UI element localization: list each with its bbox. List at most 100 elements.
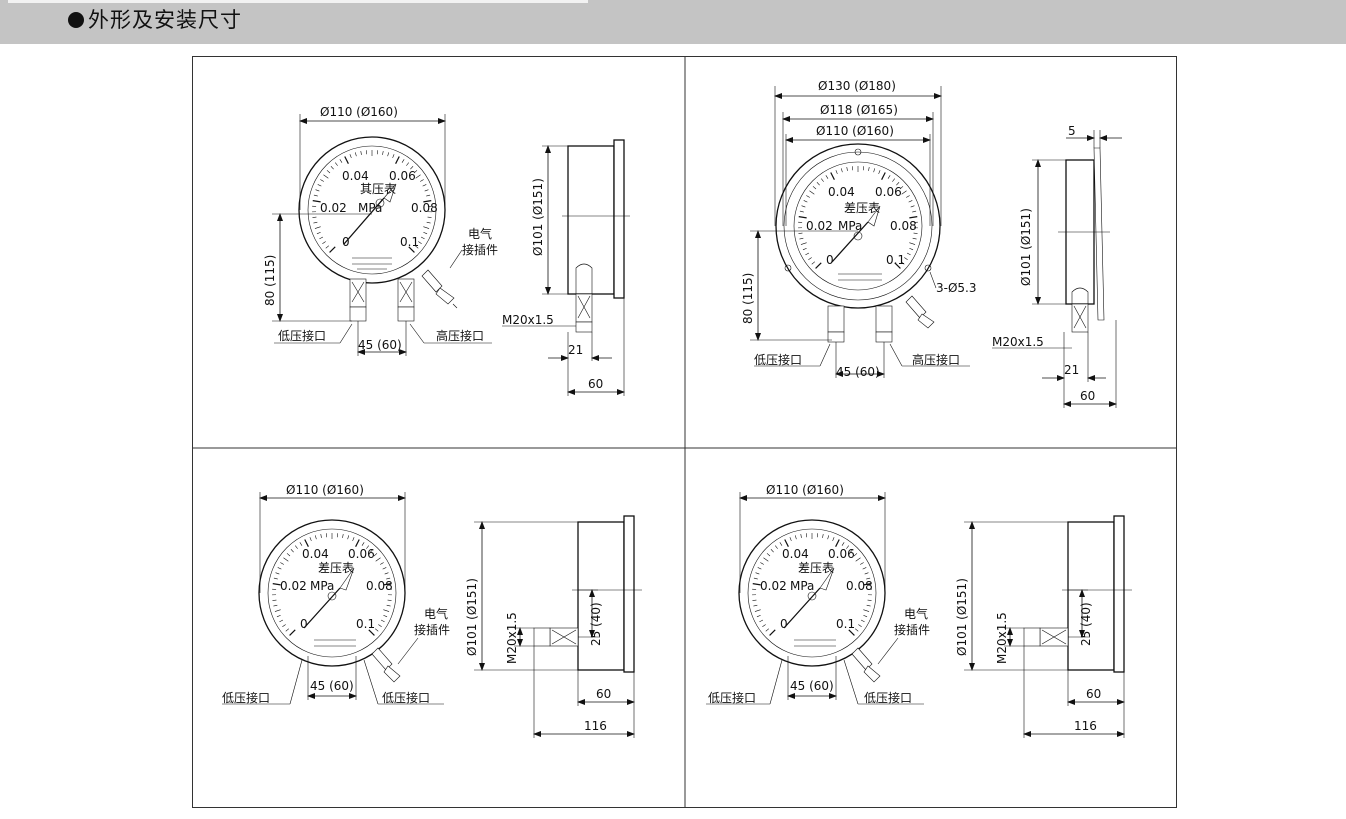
dim-mid-diameter: Ø118 (Ø165) — [820, 103, 898, 117]
dial-tick — [789, 537, 792, 542]
dial-tick — [848, 629, 855, 636]
tick-label: 0.08 — [366, 579, 393, 593]
tick-label: 0 — [826, 253, 834, 267]
dial-tick — [808, 257, 812, 260]
dial-tick — [820, 178, 824, 182]
dial-tick — [294, 545, 298, 549]
gauge-name: 差压表 — [844, 201, 880, 215]
dial-tick — [312, 216, 317, 218]
view-1: 0.04 0.06 0.02 0.08 0 0.1 其压表 MPa — [263, 105, 630, 396]
dim-side-diameter: Ø101 (Ø151) — [1019, 208, 1033, 286]
dial-tick — [855, 557, 861, 562]
dim-thread: M20x1.5 — [502, 313, 554, 327]
dial-tick — [906, 195, 910, 198]
dial-tick — [809, 190, 815, 195]
dial-tick — [894, 262, 901, 269]
dim-dial-diameter: Ø110 (Ø160) — [320, 105, 398, 119]
gauge-side-1 — [562, 139, 630, 333]
dial-tick — [420, 236, 425, 240]
dial-tick — [878, 170, 881, 175]
dial-tick — [406, 162, 410, 166]
gauge-unit: MPa — [838, 219, 862, 233]
dial-tick — [339, 159, 343, 163]
tick-label: 0.04 — [342, 169, 369, 183]
tick-label: 0.04 — [782, 547, 809, 561]
dial-tick — [374, 628, 379, 632]
dim-dial-diameter: Ø110 (Ø160) — [286, 483, 364, 497]
dial-tick — [850, 549, 854, 553]
tick-label: 0 — [780, 617, 788, 631]
label-high-port: 高压接口 — [912, 352, 960, 367]
dim-height: 80 (115) — [741, 273, 755, 324]
dial-tick — [272, 599, 277, 601]
label-connector: 接插件 — [414, 622, 450, 637]
dial-tick — [387, 152, 390, 157]
dial-tick — [361, 542, 365, 546]
dial-tick — [794, 535, 797, 540]
dial-tick — [276, 614, 281, 618]
dial-tick — [763, 557, 769, 562]
dim-25: 25 (40) — [1079, 602, 1093, 646]
dial-tick — [352, 537, 355, 542]
dial-tick — [909, 242, 916, 245]
dial-tick — [873, 168, 876, 173]
dial-tick — [912, 210, 917, 213]
dial-tick — [912, 237, 917, 240]
gauge-side-2 — [1058, 147, 1110, 333]
dial-tick — [765, 628, 770, 632]
dial-tick — [766, 553, 771, 557]
tick-label: 0.06 — [828, 547, 855, 561]
dim-side-diameter: Ø101 (Ø151) — [465, 578, 479, 656]
section-title: 外形及安装尺寸 — [68, 4, 242, 34]
view-3: 0.04 0.06 0.02 0.08 0 0.1 差压表 MPa Ø110 (… — [222, 483, 642, 738]
dial-tick — [330, 166, 334, 170]
dial-tick — [860, 619, 865, 623]
dial-tick — [368, 629, 375, 636]
dial-tick — [835, 539, 840, 547]
dial-tick — [314, 535, 317, 540]
dial-tick — [380, 562, 384, 565]
tick-label: 0.08 — [846, 579, 873, 593]
dial-tick — [272, 583, 281, 586]
dial-tick — [815, 262, 822, 269]
dial-tick — [860, 562, 864, 565]
gauge-front-4: 0.04 0.06 0.02 0.08 0 0.1 差压表 MPa — [738, 519, 886, 667]
dial-tick — [784, 539, 789, 547]
dial-tick — [382, 567, 387, 570]
dial-tick — [908, 200, 913, 203]
dial-tick — [320, 534, 322, 539]
dial-tick — [913, 232, 918, 234]
dial-tick — [380, 619, 385, 623]
dial-tick — [323, 174, 329, 179]
dim-thread: M20x1.5 — [995, 612, 1009, 664]
tick-label: 0.08 — [890, 219, 917, 233]
dim-60: 60 — [596, 687, 611, 701]
dial-tick — [274, 609, 281, 612]
label-connector: 电气 — [424, 606, 448, 621]
dial-tick — [349, 154, 352, 159]
label-connector: 接插件 — [462, 242, 498, 257]
dial-tick — [759, 619, 764, 623]
dial-tick — [854, 628, 859, 632]
tick-label: 0.06 — [875, 185, 902, 199]
dim-116: 116 — [584, 719, 607, 733]
dial-tick — [283, 557, 289, 562]
dim-21: 21 — [1064, 363, 1079, 377]
dial-tick — [342, 534, 344, 539]
dial-tick — [282, 624, 286, 627]
dial-tick — [313, 221, 318, 224]
dial-tick — [273, 577, 278, 580]
gauge-unit: MPa — [790, 579, 814, 593]
dial-tick — [334, 162, 338, 166]
dial-tick — [329, 246, 336, 253]
dim-port-spacing: 45 (60) — [790, 679, 834, 693]
dial-tick — [423, 231, 428, 235]
dial-tick — [863, 609, 870, 612]
dim-port-spacing: 45 (60) — [310, 679, 354, 693]
dial-tick — [806, 195, 810, 198]
dial-tick — [863, 614, 868, 618]
dial-tick — [313, 194, 318, 197]
dial-tick — [286, 553, 291, 557]
label-connector: 电气 — [904, 606, 928, 621]
dial-tick — [835, 170, 838, 175]
